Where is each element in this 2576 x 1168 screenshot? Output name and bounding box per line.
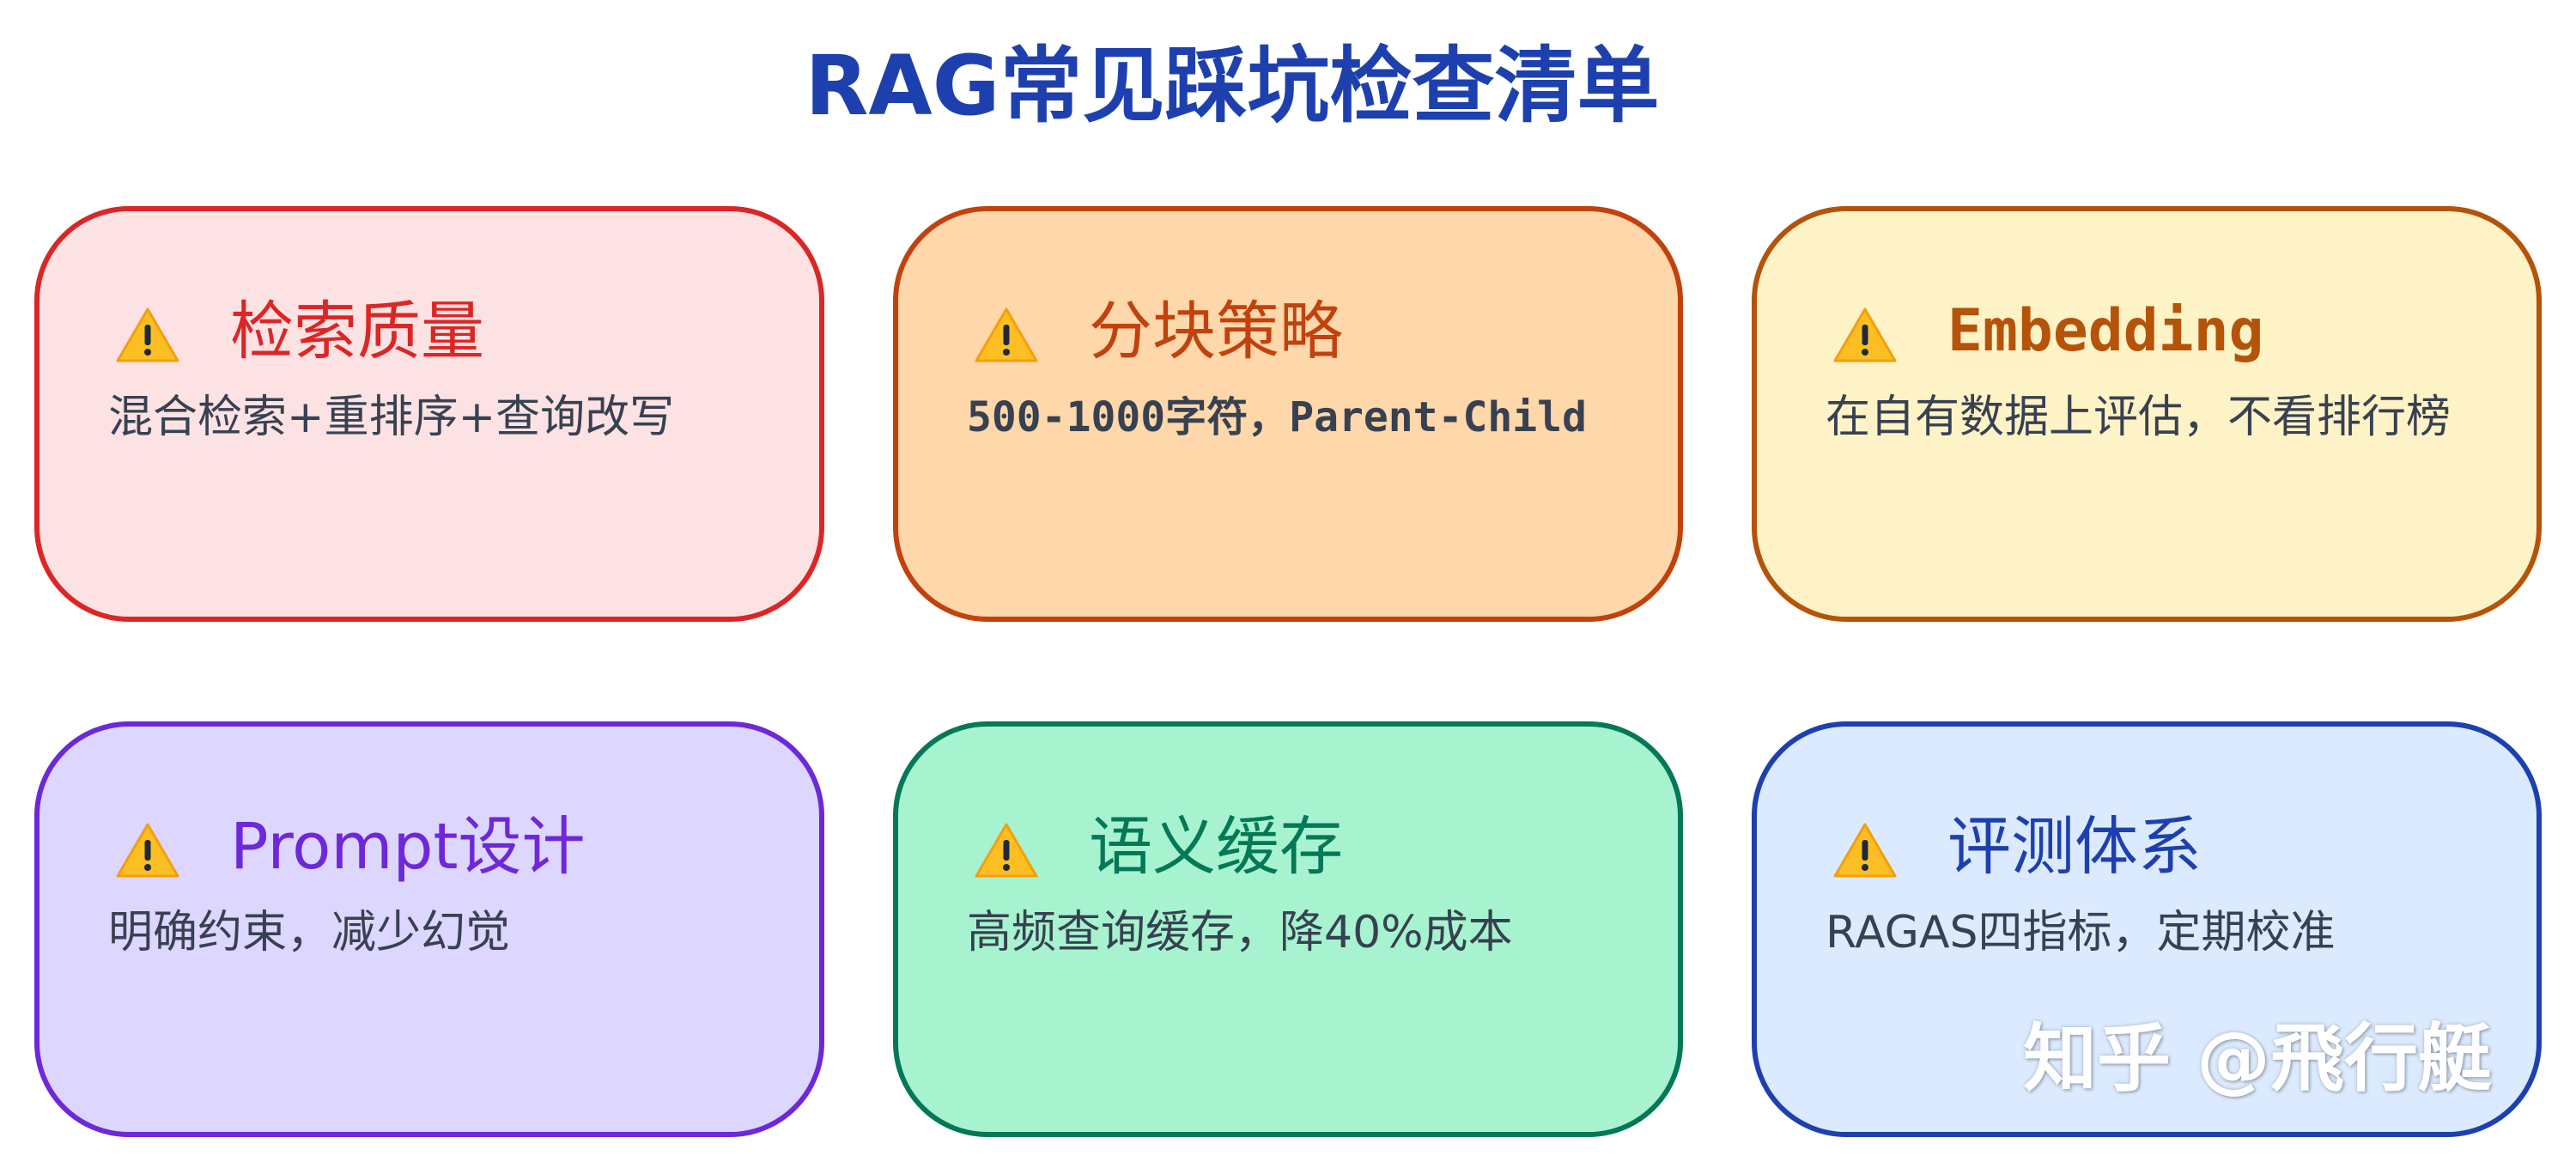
card-chunking-strategy: 分块策略 500-1000字符，Parent-Child: [893, 206, 1683, 622]
card-description: 混合检索+重排序+查询改写: [108, 392, 675, 443]
warning-icon: [116, 307, 179, 362]
card-header: Prompt设计: [39, 787, 819, 884]
card-evaluation-system: 评测体系 RAGAS四指标，定期校准: [1752, 721, 2542, 1137]
card-header: 分块策略: [898, 271, 1678, 368]
warning-icon: [975, 823, 1038, 878]
card-description: 500-1000字符，Parent-Child: [967, 393, 1587, 441]
warning-icon: [1833, 823, 1897, 878]
card-header: 检索质量: [39, 271, 819, 368]
card-description: 高频查询缓存，降40%成本: [967, 907, 1513, 958]
page-title: RAG常见踩坑检查清单: [805, 38, 1660, 134]
warning-icon: [116, 823, 179, 878]
card-description: 在自有数据上评估，不看排行榜: [1826, 392, 2451, 443]
warning-icon: [1833, 307, 1897, 362]
card-title: 评测体系: [1947, 810, 2202, 884]
card-embedding: Embedding 在自有数据上评估，不看排行榜: [1752, 206, 2542, 622]
card-header: Embedding: [1757, 271, 2537, 366]
card-semantic-cache: 语义缓存 高频查询缓存，降40%成本: [893, 721, 1683, 1137]
watermark: 知乎 @飛行艇: [2023, 1016, 2492, 1102]
card-title: 检索质量: [230, 295, 484, 368]
card-retrieval-quality: 检索质量 混合检索+重排序+查询改写: [34, 206, 824, 622]
card-title: 分块策略: [1089, 295, 1343, 368]
card-header: 语义缓存: [898, 787, 1678, 884]
card-title: 语义缓存: [1089, 810, 1343, 884]
card-title: Prompt设计: [230, 810, 586, 884]
card-title: Embedding: [1947, 297, 2264, 365]
warning-icon: [975, 307, 1038, 362]
card-prompt-design: Prompt设计 明确约束，减少幻觉: [34, 721, 824, 1137]
card-header: 评测体系: [1757, 787, 2537, 884]
card-description: 明确约束，减少幻觉: [108, 907, 511, 958]
card-description: RAGAS四指标，定期校准: [1826, 907, 2336, 958]
